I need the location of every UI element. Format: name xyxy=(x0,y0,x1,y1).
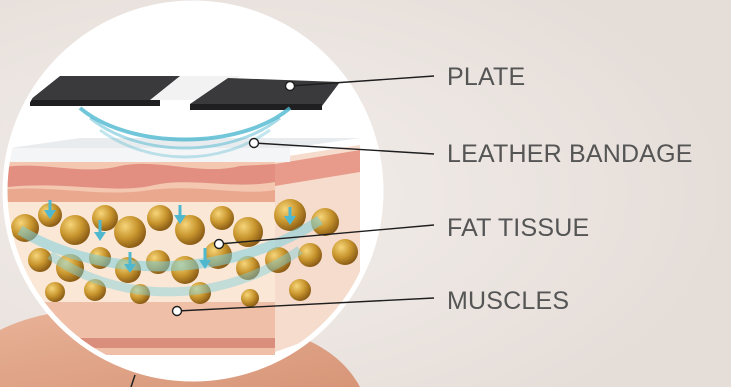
label-plate: PLATE xyxy=(447,65,525,90)
leader-dot-muscles xyxy=(173,307,182,316)
leader-dot-fat xyxy=(215,240,224,249)
label-fat-tissue: FAT TISSUE xyxy=(447,216,589,241)
leader-dot-plate xyxy=(286,82,295,91)
label-leather-bandage: LEATHER BANDAGE xyxy=(447,142,693,167)
leader-dot-bandage xyxy=(250,139,259,148)
magnifier-circle xyxy=(0,3,381,379)
label-muscles: MUSCLES xyxy=(447,289,569,314)
